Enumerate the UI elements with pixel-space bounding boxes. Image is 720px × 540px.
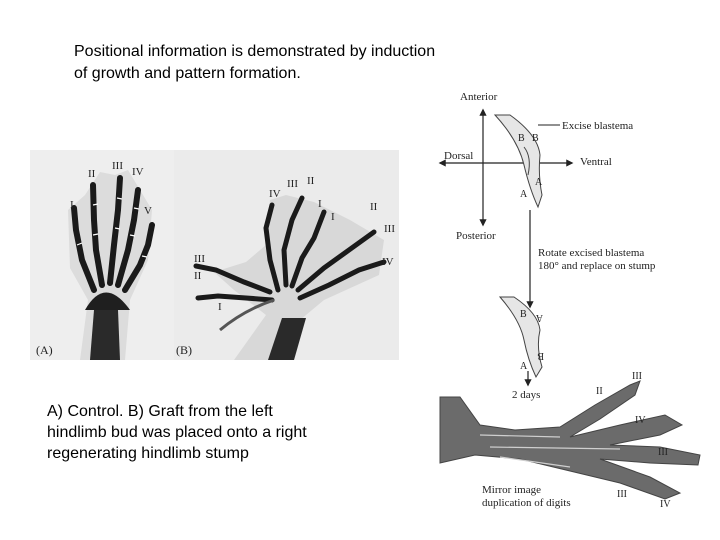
- panel-b-digit-iii-right: III: [384, 223, 395, 235]
- panel-b-label: (B): [176, 343, 192, 357]
- panel-a-digit-ii: II: [88, 168, 96, 180]
- letter-b-1: B: [518, 133, 525, 144]
- label-ventral: Ventral: [580, 156, 612, 168]
- letter-a-3: A: [535, 312, 543, 323]
- label-rotate-line-2: 180° and replace on stump: [538, 260, 656, 272]
- control-limb-drawing: I II III IV V (A): [36, 160, 155, 360]
- letter-b-2: B: [532, 133, 539, 144]
- title-line-1: Positional information is demonstrated b…: [74, 43, 436, 60]
- title-line-2: of growth and pattern formation.: [74, 65, 301, 82]
- panel-a-digit-i: I: [70, 199, 74, 211]
- label-excise-blastema: Excise blastema: [562, 120, 633, 132]
- label-mirror-line-2: duplication of digits: [482, 497, 571, 509]
- mirror-digit-iv: IV: [635, 415, 646, 426]
- letter-a-4: A: [520, 361, 528, 372]
- panel-b-digit-iv-top: IV: [269, 188, 281, 200]
- mirror-duplicated-limb: [439, 380, 701, 500]
- letter-a-1: A: [520, 189, 528, 200]
- label-two-days: 2 days: [512, 389, 540, 401]
- label-rotate-line-1: Rotate excised blastema: [538, 247, 644, 259]
- panel-b-digit-iii-left: III: [194, 253, 205, 265]
- panel-b-digit-iv-right: IV: [382, 256, 394, 268]
- panel-b-digit-i-mid: I: [331, 211, 335, 223]
- panel-a-digit-v: V: [144, 205, 152, 217]
- letter-b-3: B: [520, 309, 527, 320]
- caption-line-1: A) Control. B) Graft from the left: [47, 403, 273, 420]
- graft-limb-drawing: III II IV I I II III IV III II I (B): [176, 175, 395, 360]
- label-mirror-line-1: Mirror image: [482, 484, 541, 496]
- letter-a-2: A: [535, 177, 543, 188]
- mirror-digit-ii-top: II: [596, 386, 603, 397]
- panel-a-digit-iii: III: [112, 160, 123, 172]
- panel-b-digit-ii-top: II: [307, 175, 315, 187]
- label-anterior: Anterior: [460, 91, 498, 103]
- panel-b-digit-iii-top: III: [287, 178, 298, 190]
- blastema-rotation-diagram: Anterior Posterior Dorsal Ventral Excise…: [438, 91, 701, 510]
- label-posterior: Posterior: [456, 230, 496, 242]
- mirror-digit-iv-bottom: IV: [660, 499, 671, 510]
- panel-a-label: (A): [36, 343, 53, 357]
- panel-b-digit-ii-right: II: [370, 201, 378, 213]
- mirror-digit-iii-top: III: [632, 371, 642, 382]
- control-limb-photo: I II III IV V (A): [30, 150, 175, 360]
- panel-a-digit-iv: IV: [132, 166, 144, 178]
- figure-caption: A) Control. B) Graft from the left hindl…: [47, 401, 367, 464]
- caption-line-2: hindlimb bud was placed onto a right: [47, 424, 307, 441]
- letter-b-4: B: [537, 350, 544, 361]
- mirror-digit-iii-right: III: [658, 447, 668, 458]
- panel-b-digit-ii-left: II: [194, 270, 202, 282]
- limb-stump-rotated: [498, 296, 543, 379]
- panel-b-digit-i-top: I: [318, 198, 322, 210]
- limb-stump-before: [493, 114, 543, 209]
- panel-b-digit-i-bottom: I: [218, 301, 222, 313]
- mirror-digit-iii-bottom: III: [617, 489, 627, 500]
- caption-line-3: regenerating hindlimb stump: [47, 445, 249, 462]
- label-dorsal: Dorsal: [444, 150, 473, 162]
- slide-title: Positional information is demonstrated b…: [74, 41, 504, 85]
- graft-limb-photo: III II IV I I II III IV III II I (B): [174, 150, 399, 360]
